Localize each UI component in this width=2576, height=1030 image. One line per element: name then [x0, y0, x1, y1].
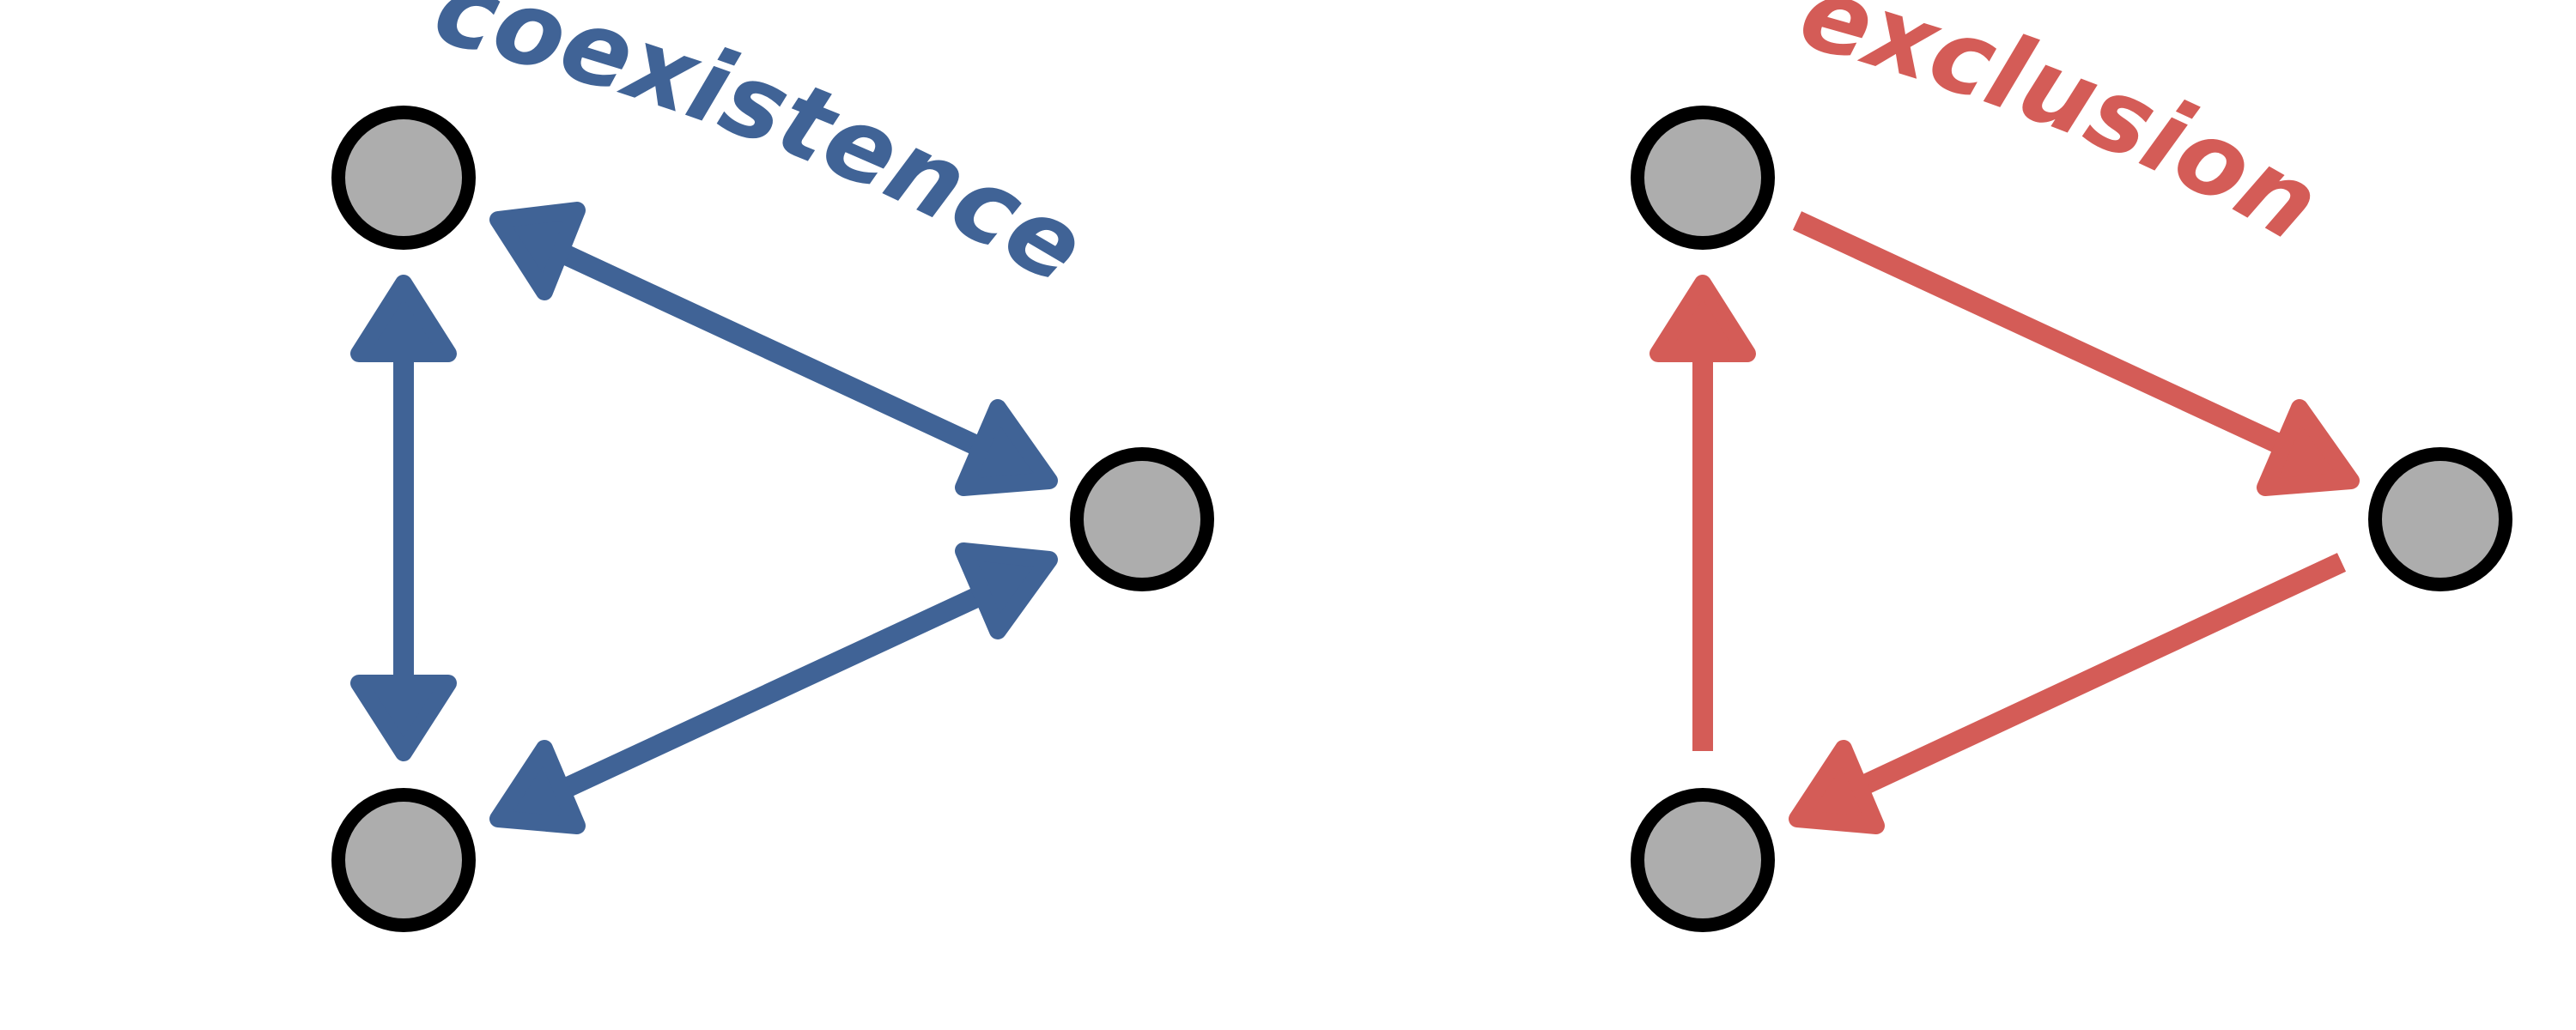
arrow-top-to-right: [1792, 211, 2360, 496]
node-bottom-left: [1631, 788, 1775, 932]
node-bottom-left: [331, 788, 476, 932]
arrow-bottom-right: [489, 542, 1058, 834]
node-right: [2368, 447, 2512, 591]
arrow-right-to-bottom: [1789, 553, 2347, 834]
arrow-top-bottom: [350, 275, 457, 761]
coexistence-diagram: coexistence: [331, 0, 1214, 932]
arrow-top-right: [489, 202, 1058, 496]
exclusion-diagram: exclusion: [1631, 0, 2512, 932]
arrow-bottom-to-top: [1649, 275, 1756, 751]
node-top-left: [331, 106, 476, 250]
exclusion-label: exclusion: [1789, 0, 2339, 264]
node-top-left: [1631, 106, 1775, 250]
node-right: [1070, 447, 1214, 591]
